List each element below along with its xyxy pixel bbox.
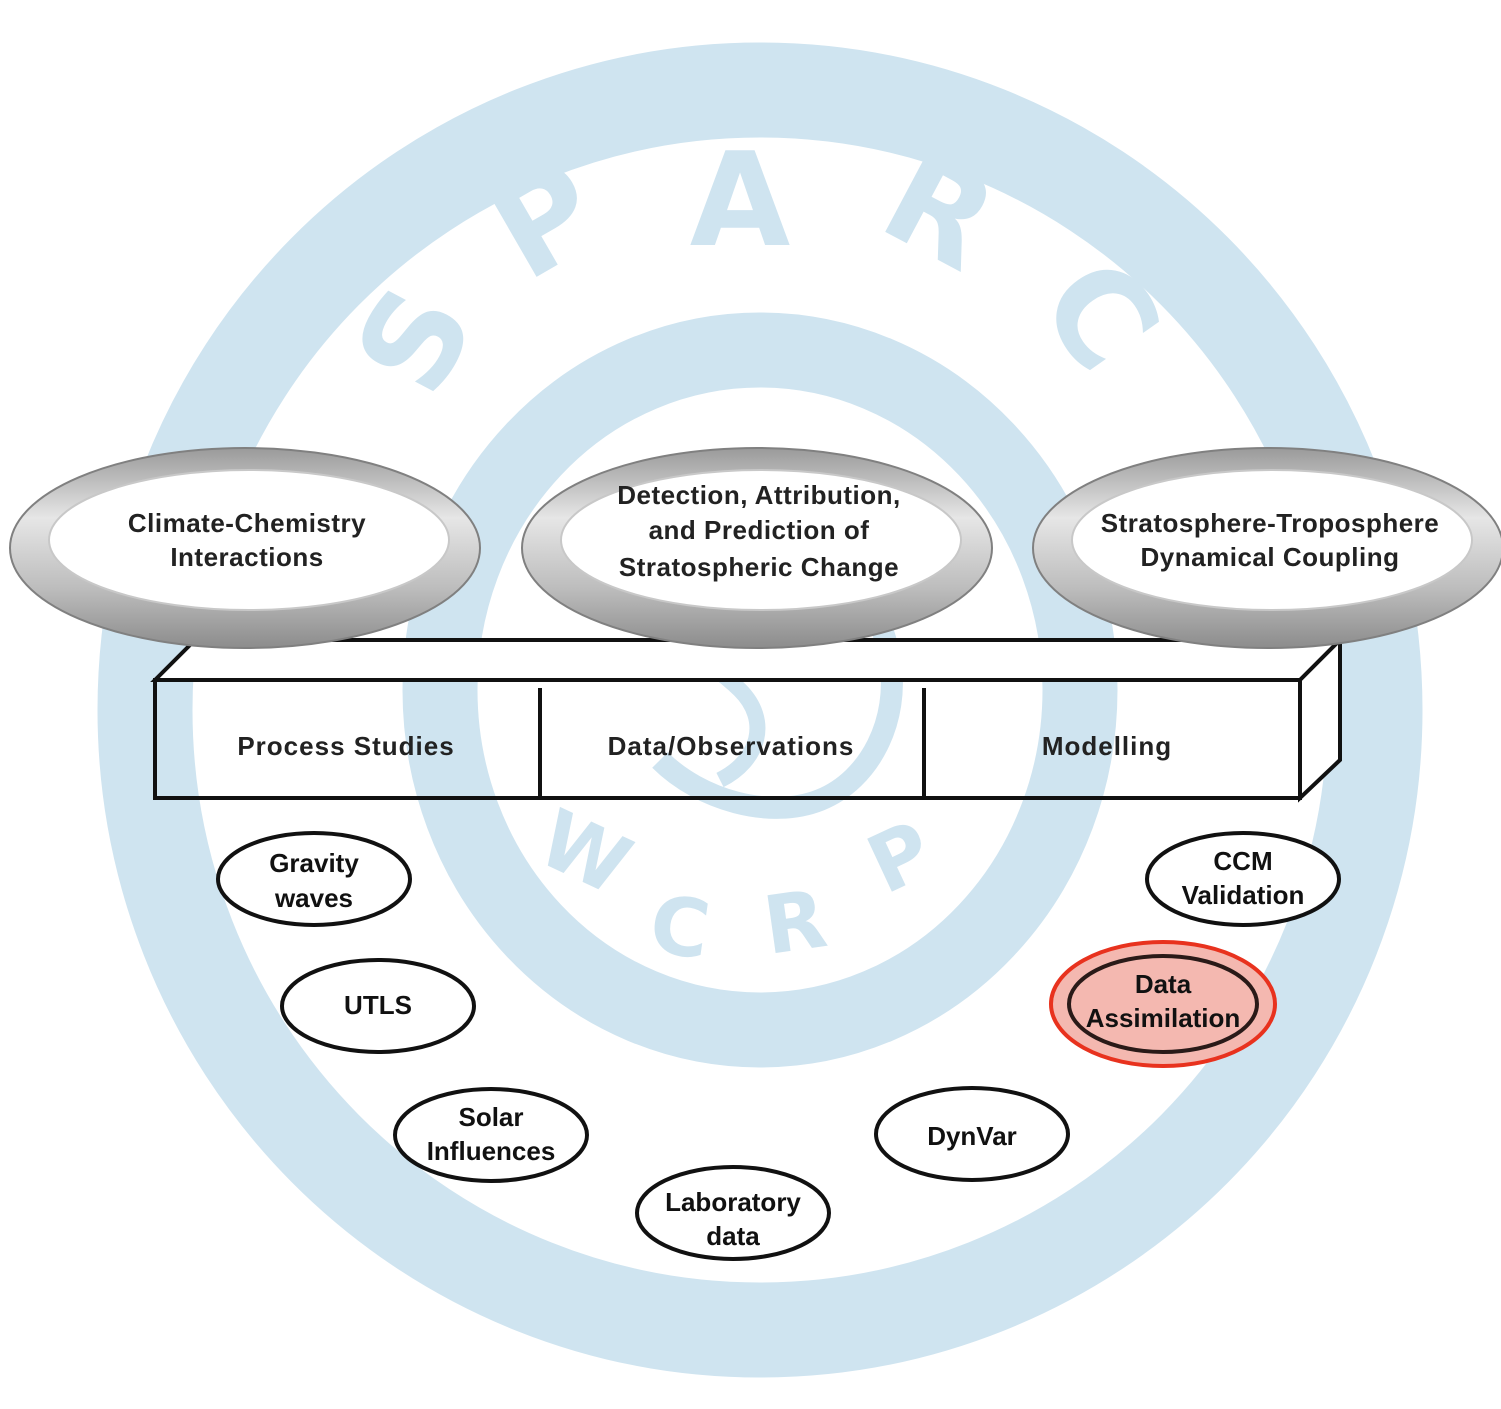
activity-oval: Gravity waves (216, 831, 412, 927)
highlight-ring (1049, 940, 1277, 1068)
activity-oval: CCM Validation (1145, 831, 1341, 927)
theme-label-line: Climate-Chemistry (128, 508, 366, 538)
activity-label-line: Assimilation (1086, 1003, 1241, 1033)
activity-oval-outline (1145, 831, 1341, 927)
pillar-beam (150, 635, 1345, 803)
activity-oval-outline (393, 1087, 589, 1183)
activity-label-line: CCM (1213, 846, 1272, 876)
activity-oval: Laboratory data (635, 1165, 831, 1261)
activity-oval-outline (635, 1165, 831, 1261)
activity-oval-outline (216, 831, 412, 927)
activity-label-line: Influences (427, 1136, 556, 1166)
activity-label-line: Solar (458, 1102, 523, 1132)
beam-front-face (153, 678, 1302, 800)
activity-label-line: DynVar (927, 1121, 1017, 1151)
watermark-letter: C (644, 877, 715, 977)
pillar-label: Modelling (1042, 731, 1172, 761)
activity-oval: DynVar (874, 1086, 1070, 1182)
watermark-letter: A (690, 124, 791, 276)
theme-label-line: Stratosphere-Troposphere (1101, 508, 1440, 538)
watermark-outer-ring (97, 42, 1423, 1378)
activity-label-line: waves (274, 883, 353, 913)
activity-label-line: Gravity (269, 848, 359, 878)
theme-ring-inner (48, 469, 450, 611)
theme-label-line: Interactions (170, 542, 323, 572)
theme-label-line: Detection, Attribution, (617, 480, 901, 510)
pillar-label: Data/Observations (608, 731, 855, 761)
watermark-letter: R (758, 872, 832, 973)
activity-label-line: Laboratory (665, 1187, 801, 1217)
activity-oval-outline (874, 1086, 1070, 1182)
theme-label-line: Dynamical Coupling (1141, 542, 1400, 572)
activity-oval-outline (280, 958, 476, 1054)
watermark-letter: P (854, 803, 946, 912)
theme-label-line: Stratospheric Change (619, 552, 899, 582)
activity-oval-outline (1067, 954, 1259, 1054)
theme-ring: Detection, Attribution, and Prediction of… (521, 447, 993, 649)
pillar-label: Process Studies (237, 731, 454, 761)
watermark-inner-ring (402, 312, 1118, 1068)
theme-label-line: and Prediction of (649, 515, 870, 545)
activity-label-line: Validation (1182, 880, 1305, 910)
theme-ring-inner (560, 469, 962, 611)
activity-label-line: UTLS (344, 990, 412, 1020)
activity-label-line: data (706, 1221, 760, 1251)
activity-label-line: Data (1135, 969, 1192, 999)
activity-oval: UTLS (280, 958, 476, 1054)
theme-ring-inner (1071, 469, 1473, 611)
